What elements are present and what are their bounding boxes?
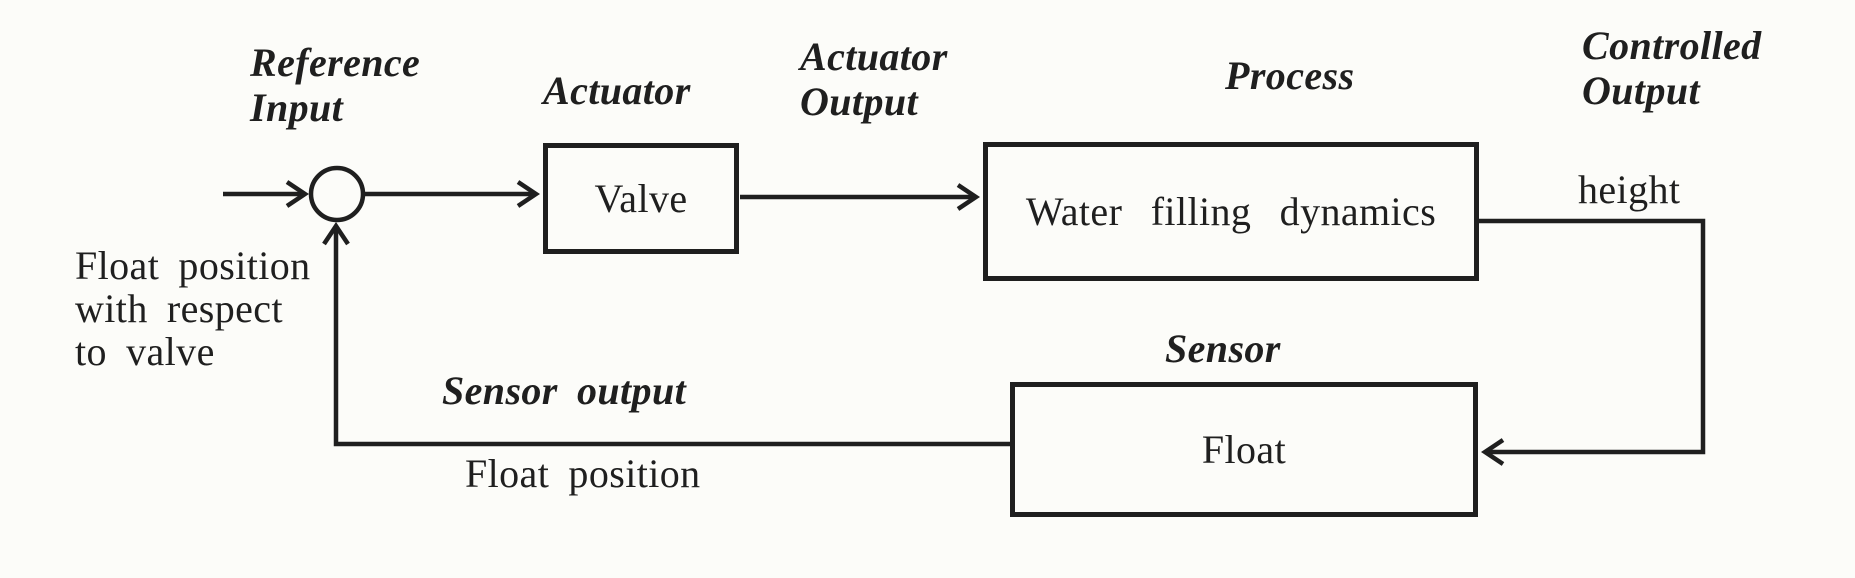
process-block: Water filling dynamics xyxy=(983,142,1479,281)
process-block-label: Water filling dynamics xyxy=(1025,188,1437,234)
float-position-label: Float position xyxy=(465,451,701,496)
actuator-output-label: Actuator Output xyxy=(800,34,948,124)
actuator-block: Valve xyxy=(543,143,739,254)
reference-input-label: Reference Input xyxy=(250,40,421,130)
sensor-block: Float xyxy=(1010,382,1478,517)
summing-junction xyxy=(308,165,366,223)
height-label: height xyxy=(1578,167,1681,212)
process-label: Process xyxy=(1225,53,1355,98)
sensor-output-label: Sensor output xyxy=(442,368,687,413)
controlled-output-label: Controlled Output xyxy=(1582,23,1762,113)
sensor-label: Sensor xyxy=(1165,326,1281,371)
float-position-wrt-valve-label: Float position with respect to valve xyxy=(75,243,311,374)
sensor-block-label: Float xyxy=(1201,426,1287,472)
actuator-label: Actuator xyxy=(543,68,691,113)
controlled-output-arrow xyxy=(1478,218,1706,452)
feedback-arrow xyxy=(336,227,1010,447)
actuator-block-label: Valve xyxy=(594,175,688,221)
